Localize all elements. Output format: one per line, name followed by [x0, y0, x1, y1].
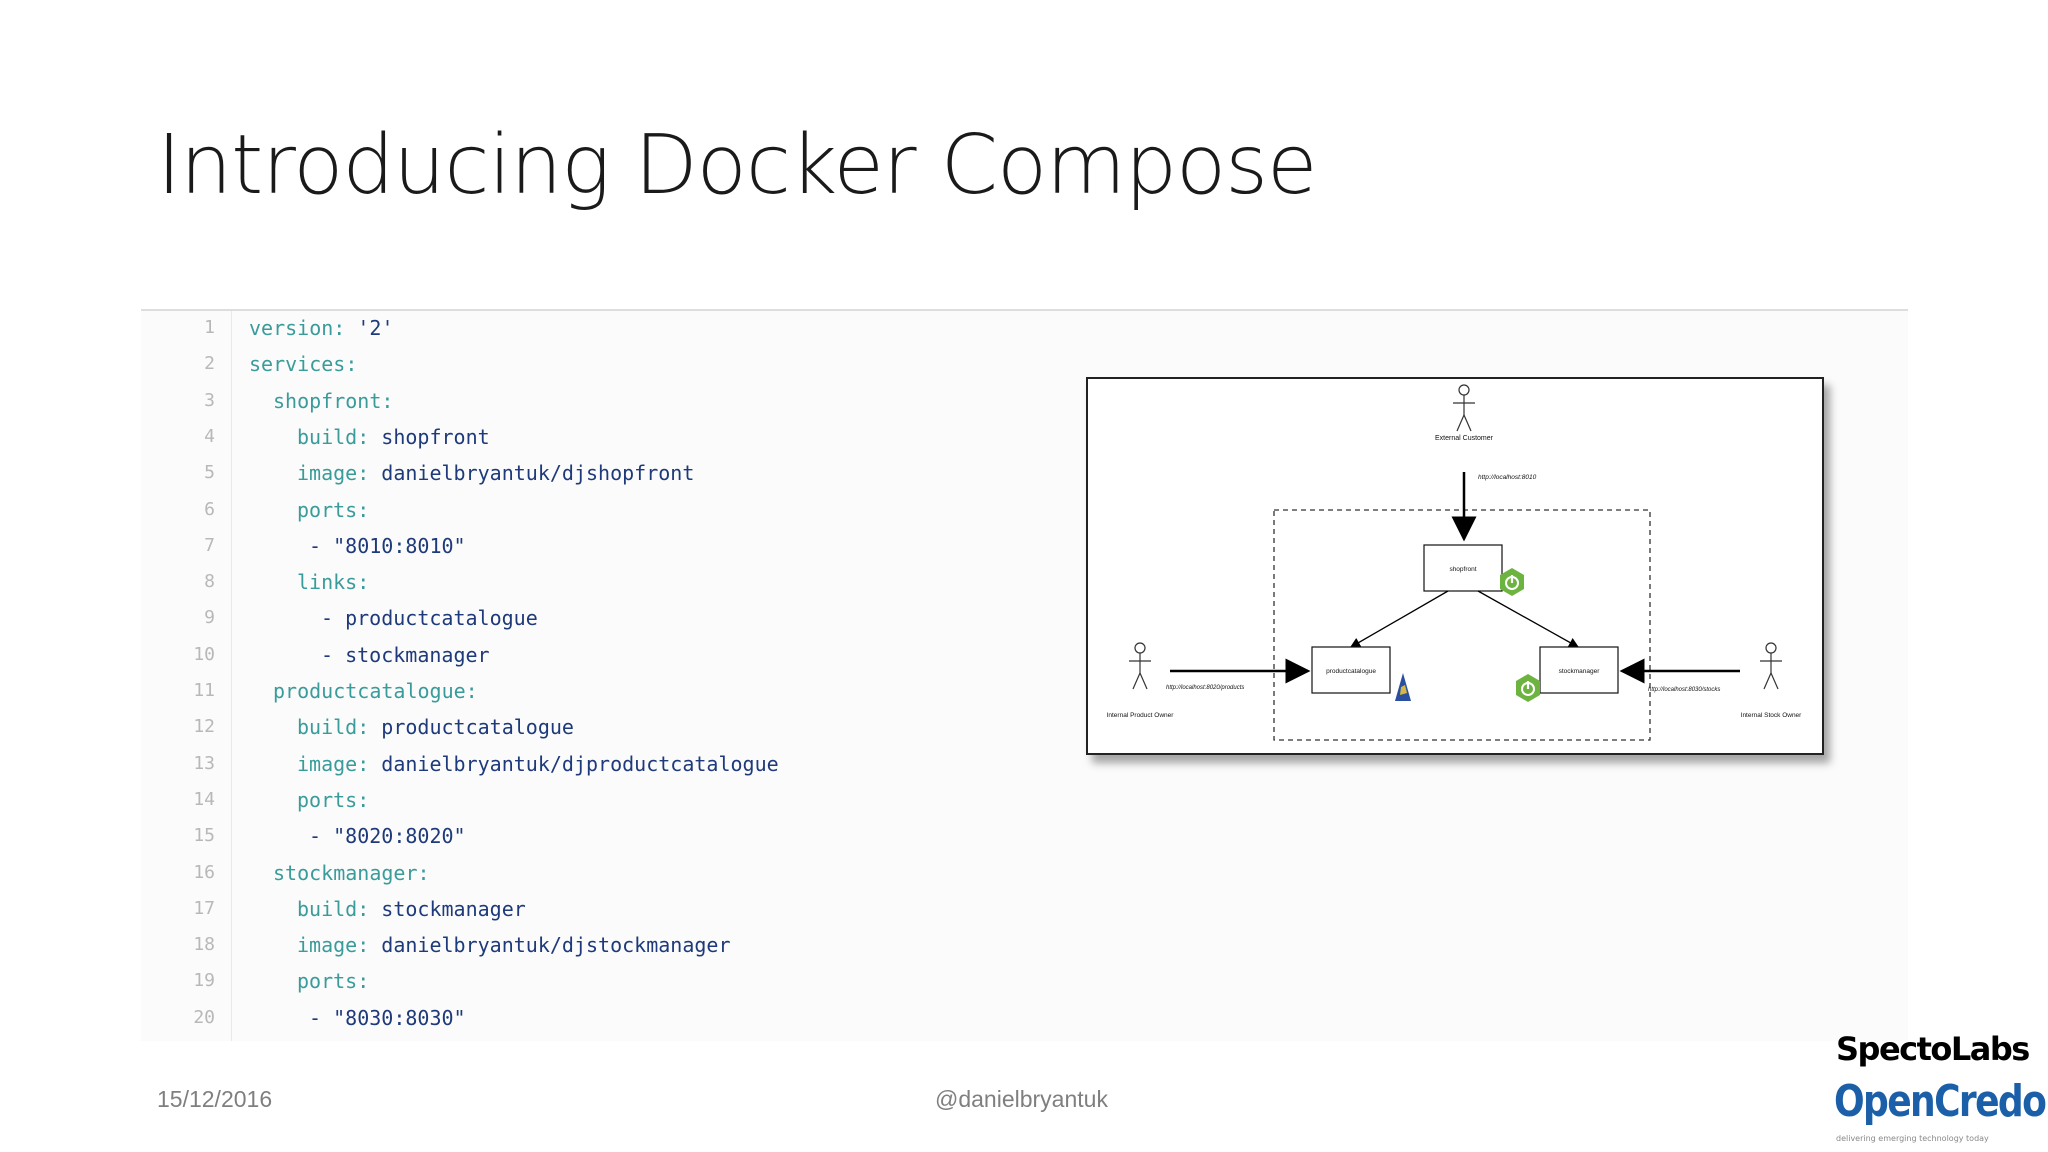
yaml-key: shopfront:	[273, 388, 394, 413]
line-number: 1	[204, 317, 215, 338]
code-line: ports:	[297, 969, 369, 993]
code-line: image: danielbryantuk/djproductcatalogue	[297, 752, 779, 776]
slide-title: Introducing Docker Compose	[157, 118, 1317, 213]
stockmanager-box	[1539, 646, 1619, 694]
productcatalogue-box	[1311, 646, 1391, 694]
line-number: 17	[193, 897, 215, 919]
yaml-key: ports:	[297, 969, 370, 994]
yaml-value: stockmanager	[369, 896, 526, 921]
line-number: 10	[193, 643, 215, 665]
line-number: 6	[204, 498, 215, 520]
line-number: 19	[193, 970, 215, 992]
code-line: links:	[297, 570, 369, 594]
yaml-key: image:	[297, 461, 370, 486]
code-line: build: stockmanager	[297, 897, 526, 921]
yaml-key: build:	[297, 424, 370, 449]
yaml-key: ports:	[297, 787, 370, 812]
yaml-value: - "8030:8030"	[297, 1005, 466, 1030]
line-number: 8	[204, 571, 215, 593]
external-customer-label: External Customer	[1435, 435, 1494, 442]
stock-url-label: http://localhost:8030/stocks	[1648, 687, 1720, 693]
opencredo-logo: OpenCredo	[1834, 1076, 2047, 1127]
code-line: build: shopfront	[297, 425, 490, 449]
yaml-key: ports:	[297, 497, 370, 522]
line-number: 12	[193, 716, 215, 738]
code-line: services:	[249, 352, 357, 376]
yaml-key: image:	[297, 751, 370, 776]
stock-owner-figure	[1760, 642, 1782, 690]
arrow-to-productcatalogue	[1349, 590, 1449, 648]
line-number: 18	[193, 934, 215, 956]
line-number: 20	[193, 1006, 215, 1028]
yaml-value: - productcatalogue	[321, 606, 538, 631]
code-line: image: danielbryantuk/djshopfront	[297, 461, 694, 485]
line-number: 2	[204, 353, 215, 375]
external-url-label: http://localhost:8010	[1478, 474, 1537, 481]
yaml-value: - "8020:8020"	[297, 824, 466, 849]
line-number: 11	[193, 680, 215, 701]
line-number: 13	[193, 752, 215, 774]
line-number: 15	[193, 825, 215, 847]
code-line: - "8020:8020"	[297, 824, 466, 848]
code-line: ports:	[297, 498, 369, 522]
line-number: 4	[204, 425, 215, 447]
yaml-key: build:	[297, 896, 370, 921]
yaml-value: - stockmanager	[321, 642, 490, 667]
yaml-key: services:	[249, 352, 358, 377]
diagram-svg: External Customer http://localhost:8010 …	[1107, 384, 1803, 741]
code-line: stockmanager:	[273, 861, 430, 885]
yaml-key: build:	[297, 715, 370, 740]
spectolabs-logo: SpectoLabs	[1836, 1030, 2030, 1068]
code-line: - stockmanager	[321, 643, 490, 667]
yaml-key: image:	[297, 933, 370, 958]
compose-boundary	[1273, 509, 1651, 741]
yaml-key: stockmanager:	[273, 860, 430, 885]
shopfront-box	[1423, 544, 1503, 592]
footer-handle: @danielbryantuk	[935, 1086, 1108, 1112]
code-line: - "8030:8030"	[297, 1006, 466, 1030]
line-number: 14	[193, 788, 215, 810]
spring-power-icon	[1516, 674, 1540, 702]
line-number: 3	[204, 389, 215, 411]
wizard-hat-icon	[1395, 673, 1411, 701]
code-line: image: danielbryantuk/djstockmanager	[297, 933, 730, 957]
yaml-value: shopfront	[369, 424, 490, 449]
product-owner-label: Internal Product Owner	[1107, 712, 1175, 719]
architecture-diagram: External Customer http://localhost:8010 …	[1086, 377, 1824, 755]
code-line: ports:	[297, 788, 369, 812]
code-line: productcatalogue:	[273, 679, 478, 703]
productcatalogue-label: productcatalogue	[1326, 668, 1376, 675]
opencredo-tagline: delivering emerging technology today	[1836, 1134, 1989, 1143]
spring-power-icon	[1500, 568, 1524, 596]
code-line: build: productcatalogue	[297, 715, 574, 739]
yaml-value: danielbryantuk/djshopfront	[369, 461, 695, 486]
yaml-key: productcatalogue:	[273, 679, 478, 703]
line-number: 5	[204, 462, 215, 484]
stockmanager-label: stockmanager	[1559, 668, 1601, 675]
code-line: - productcatalogue	[321, 606, 538, 630]
code-line: shopfront:	[273, 389, 393, 413]
shopfront-label: shopfront	[1449, 566, 1476, 573]
arrow-to-stockmanager	[1477, 590, 1580, 648]
product-owner-figure	[1129, 642, 1151, 690]
line-number: 7	[204, 534, 215, 556]
yaml-value: - "8010:8010"	[297, 533, 466, 558]
yaml-value: productcatalogue	[369, 715, 574, 740]
stock-owner-label: Internal Stock Owner	[1741, 712, 1803, 719]
line-number: 9	[204, 607, 215, 629]
yaml-value: danielbryantuk/djproductcatalogue	[369, 751, 779, 776]
product-url-label: http://localhost:8020/products	[1166, 685, 1244, 691]
yaml-key: version:	[249, 316, 346, 340]
external-customer-figure	[1453, 384, 1475, 432]
footer-date: 15/12/2016	[157, 1086, 273, 1112]
code-line: version: '2'	[249, 316, 394, 340]
yaml-value: '2'	[345, 316, 394, 340]
yaml-key: links:	[297, 570, 370, 595]
line-number: 16	[193, 861, 215, 883]
yaml-value: danielbryantuk/djstockmanager	[369, 933, 731, 958]
code-line: - "8010:8010"	[297, 534, 466, 558]
